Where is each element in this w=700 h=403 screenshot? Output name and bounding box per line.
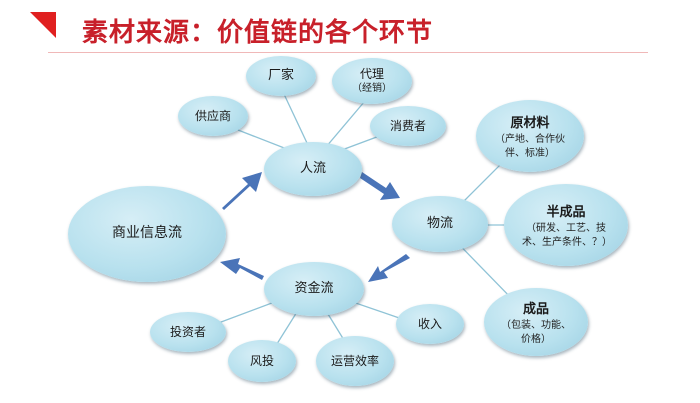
node-commerce-info-flow: 商业信息流	[68, 186, 226, 282]
agent-detail: （经销）	[352, 82, 392, 94]
node-supplier: 供应商	[178, 96, 248, 136]
agent-label: 代理	[359, 66, 384, 81]
node-manufacturer: 厂家	[246, 56, 316, 96]
arrow-capital-to-info	[220, 258, 264, 280]
arrow-people-to-logistics	[360, 172, 400, 200]
raw-materials-detail: （产地、合作伙伴、标准）	[495, 134, 565, 159]
semi-finished-label: 半成品	[546, 205, 586, 220]
people-flow-label: 人流	[299, 160, 326, 176]
node-investor: 投资者	[150, 312, 226, 352]
semi-finished-detail: （研发、工艺、技术、生产条件、？）	[522, 223, 612, 248]
page-title: 素材来源：价值链的各个环节	[82, 18, 434, 48]
arrow-logistics-to-capital	[368, 254, 410, 282]
arrow-info-to-people	[222, 172, 262, 210]
node-raw-materials: 原材料 （产地、合作伙伴、标准）	[476, 100, 584, 172]
finished-detail: （包装、功能、价格）	[501, 320, 571, 345]
node-finished: 成品 （包装、功能、价格）	[484, 288, 588, 356]
node-agent: 代理 （经销）	[332, 58, 412, 104]
manufacturer-label: 厂家	[267, 67, 294, 83]
venture-label: 风投	[249, 353, 274, 368]
title-bar: 素材来源：价值链的各个环节	[0, 8, 700, 60]
commerce-info-flow-label: 商业信息流	[112, 225, 182, 242]
title-divider	[48, 52, 648, 53]
investor-label: 投资者	[169, 324, 206, 339]
consumer-label: 消费者	[389, 118, 426, 133]
node-income: 收入	[396, 304, 464, 344]
income-label: 收入	[417, 316, 442, 331]
raw-materials-label: 原材料	[510, 116, 550, 131]
logistics-label: 物流	[426, 215, 453, 231]
finished-label: 成品	[522, 302, 549, 317]
node-consumer: 消费者	[370, 106, 446, 146]
node-logistics: 物流	[392, 196, 488, 252]
node-capital-flow: 资金流	[264, 262, 364, 316]
capital-flow-label: 资金流	[294, 280, 334, 296]
supplier-label: 供应商	[194, 108, 231, 123]
node-people-flow: 人流	[264, 142, 362, 196]
node-efficiency: 运营效率	[316, 336, 394, 386]
efficiency-label: 运营效率	[330, 353, 379, 368]
node-semi-finished: 半成品 （研发、工艺、技术、生产条件、？）	[504, 184, 628, 266]
node-venture: 风投	[228, 340, 296, 382]
title-flag-icon	[30, 12, 56, 38]
